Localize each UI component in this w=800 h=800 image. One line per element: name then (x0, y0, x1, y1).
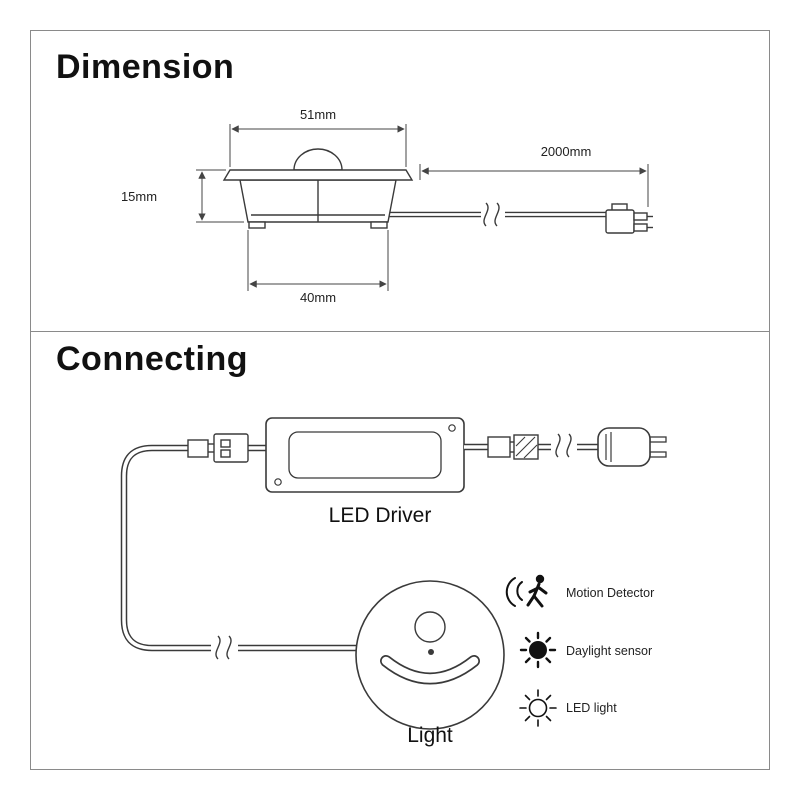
cable-break-icon (215, 635, 232, 660)
led-light-label: LED light (566, 701, 617, 715)
fixture-flange (222, 169, 414, 181)
legend-daylight-sensor: Daylight sensor (519, 631, 652, 669)
section-divider (31, 331, 769, 332)
walking-person-icon (526, 574, 548, 608)
sensor-dome (293, 148, 343, 171)
cable-break-icon (555, 433, 572, 458)
cable-length-label: 2000mm (541, 144, 592, 159)
cable-break-icon (483, 202, 500, 227)
light-label: Light (407, 724, 453, 747)
cable-connector-icon (605, 203, 653, 234)
power-plug-icon (597, 427, 667, 467)
daylight-sensor-label: Daylight sensor (566, 644, 652, 658)
top-width-label: 51mm (300, 107, 336, 122)
screw-icon (448, 424, 456, 432)
motion-waves-icon (505, 577, 523, 607)
height-label: 15mm (121, 189, 157, 204)
fixture-clip-right (370, 221, 388, 229)
fixture-side-view (222, 148, 414, 229)
fixture-clip-left (248, 221, 266, 229)
bottom-width-label: 40mm (300, 290, 336, 305)
output-connector-icon (187, 433, 249, 463)
fixture-cable (388, 202, 606, 227)
driver-to-light-cable (120, 444, 360, 660)
dimension-section-title: Dimension (56, 48, 235, 86)
led-driver-label: LED Driver (329, 504, 432, 527)
legend-led-light: LED light (519, 689, 617, 727)
dimension-lines (196, 124, 649, 291)
daylight-sensor-dot (428, 649, 434, 655)
motion-detector-label: Motion Detector (566, 586, 654, 600)
ac-coupler-icon (487, 434, 539, 460)
led-driver-box (265, 417, 465, 493)
screw-icon (274, 478, 282, 486)
legend-motion-detector: Motion Detector (505, 574, 654, 608)
connecting-section-title: Connecting (56, 340, 248, 378)
sun-filled-icon (519, 631, 557, 669)
motion-detector-lens (414, 611, 446, 643)
light-face-view (355, 580, 505, 730)
sun-outline-icon (519, 689, 557, 727)
